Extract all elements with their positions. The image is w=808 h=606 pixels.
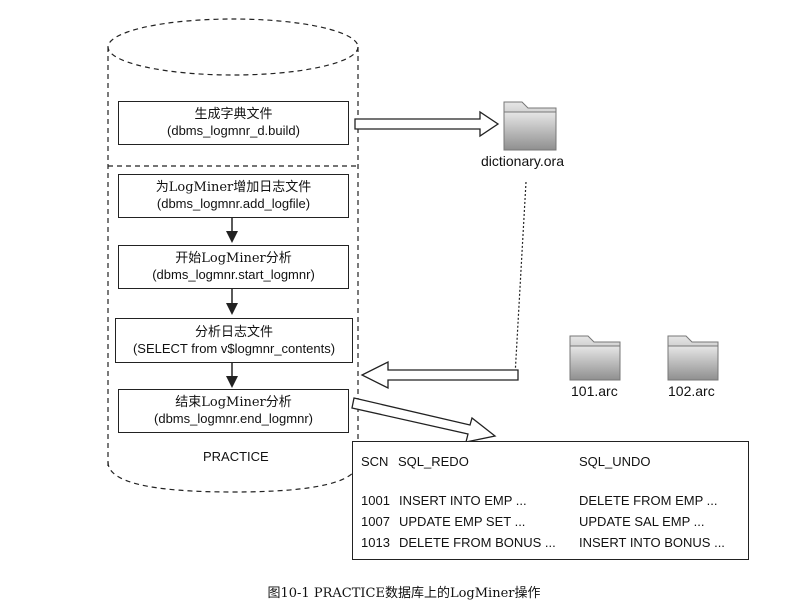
- step-call: (dbms_logmnr_d.build): [167, 123, 300, 138]
- table-row: 1013 DELETE FROM BONUS ... INSERT INTO B…: [361, 535, 745, 553]
- cell-scn: 1013: [361, 535, 390, 550]
- step-start-logmnr: 开始LogMiner分析 (dbms_logmnr.start_logmnr): [118, 245, 349, 289]
- header-sql-undo: SQL_UNDO: [579, 454, 651, 469]
- cell-redo: INSERT INTO EMP ...: [399, 493, 527, 508]
- cell-scn: 1001: [361, 493, 390, 508]
- logmnr-contents-table: SCN SQL_REDO SQL_UNDO 1001 INSERT INTO E…: [352, 441, 749, 560]
- archive-101-label: 101.arc: [571, 383, 618, 399]
- folder-icon-101: [569, 335, 621, 381]
- step-title: 结束LogMiner分析: [175, 395, 292, 410]
- step-call: (SELECT from v$logmnr_contents): [132, 340, 336, 356]
- step-call: (dbms_logmnr.end_logmnr): [154, 411, 313, 426]
- header-sql-redo: SQL_REDO: [398, 454, 469, 469]
- cell-undo: INSERT INTO BONUS ...: [579, 535, 725, 550]
- arrow-to-results: [351, 397, 497, 443]
- step-title: 为LogMiner增加日志文件: [155, 180, 312, 195]
- step-title: 开始LogMiner分析: [175, 251, 292, 266]
- table-row: 1001 INSERT INTO EMP ... DELETE FROM EMP…: [361, 493, 745, 511]
- figure-caption: 图10-1 PRACTICE数据库上的LogMiner操作: [267, 586, 541, 601]
- cell-scn: 1007: [361, 514, 390, 529]
- folder-icon-102: [667, 335, 719, 381]
- cell-redo: UPDATE EMP SET ...: [399, 514, 526, 529]
- step-add-logfile: 为LogMiner增加日志文件 (dbms_logmnr.add_logfile…: [118, 174, 349, 218]
- step-analyze-contents: 分析日志文件 (SELECT from v$logmnr_contents): [115, 318, 353, 363]
- dictionary-feedback-line: [385, 181, 527, 377]
- database-label: PRACTICE: [203, 449, 269, 464]
- step-title: 分析日志文件: [194, 324, 273, 340]
- table-header: SCN SQL_REDO SQL_UNDO: [361, 454, 741, 472]
- step-end-logmnr: 结束LogMiner分析 (dbms_logmnr.end_logmnr): [118, 389, 349, 433]
- cell-undo: UPDATE SAL EMP ...: [579, 514, 705, 529]
- arrow-to-dictionary: [354, 110, 500, 138]
- archive-102-label: 102.arc: [668, 383, 715, 399]
- step-call: (dbms_logmnr.add_logfile): [156, 196, 311, 211]
- dictionary-file-label: dictionary.ora: [481, 153, 565, 169]
- header-scn: SCN: [361, 454, 389, 469]
- step-build-dictionary: 生成字典文件 (dbms_logmnr_d.build): [118, 101, 349, 145]
- step-title: 生成字典文件: [194, 107, 273, 122]
- cell-undo: DELETE FROM EMP ...: [579, 493, 718, 508]
- table-row: 1007 UPDATE EMP SET ... UPDATE SAL EMP .…: [361, 514, 745, 532]
- folder-icon-dictionary: [503, 101, 557, 151]
- step-call: (dbms_logmnr.start_logmnr): [152, 267, 315, 282]
- cell-redo: DELETE FROM BONUS ...: [399, 535, 556, 550]
- arrow-into-analysis: [360, 360, 519, 390]
